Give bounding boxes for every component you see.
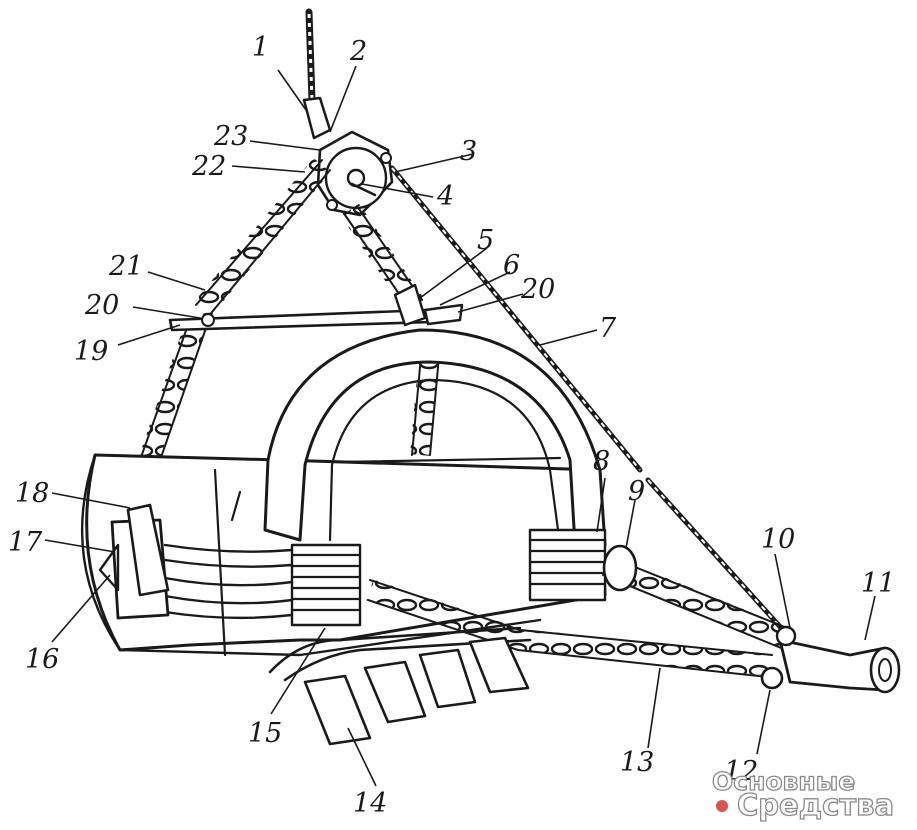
side-plates-left <box>290 543 362 627</box>
rear-hitch <box>98 503 170 620</box>
watermark-line-2: Средства <box>737 788 894 822</box>
callout-3: 3 <box>460 136 477 167</box>
rear-straps <box>163 543 294 620</box>
callout-14: 14 <box>353 788 387 819</box>
hoist-rope <box>302 8 332 140</box>
dump-rope <box>389 165 795 643</box>
callout-2: 2 <box>349 36 367 67</box>
spreader-bar <box>168 283 464 332</box>
callout-16: 16 <box>25 644 59 675</box>
callout-15: 15 <box>248 718 282 749</box>
callout-7: 7 <box>599 313 617 344</box>
leader-lines <box>44 65 876 787</box>
callout-20-left: 20 <box>84 290 119 321</box>
callout-13: 13 <box>620 747 654 778</box>
callout-10: 10 <box>761 524 795 555</box>
callout-labels: 1 2 3 4 5 6 7 8 9 10 11 12 13 14 15 16 1… <box>8 32 895 819</box>
callout-23: 23 <box>213 121 248 152</box>
side-plates-right <box>528 528 607 602</box>
callout-22: 22 <box>191 151 226 182</box>
watermark: Основные Средства <box>711 766 894 822</box>
callout-1: 1 <box>252 32 269 63</box>
callout-11: 11 <box>861 568 895 599</box>
bucket-arch <box>263 328 607 547</box>
callout-4: 4 <box>436 181 454 212</box>
callout-9: 9 <box>628 476 645 507</box>
callout-5: 5 <box>477 225 494 256</box>
callout-20-right: 20 <box>520 274 555 305</box>
drag-chain-upper <box>600 544 795 651</box>
callout-17: 17 <box>8 527 43 558</box>
callout-21: 21 <box>108 251 143 282</box>
callout-19: 19 <box>74 336 108 367</box>
equalizer-block <box>316 130 394 217</box>
callout-18: 18 <box>15 478 49 509</box>
drag-clevis <box>760 625 901 694</box>
watermark-line-1: Основные <box>712 767 855 796</box>
callout-6: 6 <box>503 250 520 281</box>
watermark-dot <box>716 800 728 812</box>
bucket-teeth <box>303 636 530 746</box>
callout-8: 8 <box>593 446 610 477</box>
callout-12: 12 <box>724 756 758 787</box>
bucket-lip <box>268 626 532 682</box>
